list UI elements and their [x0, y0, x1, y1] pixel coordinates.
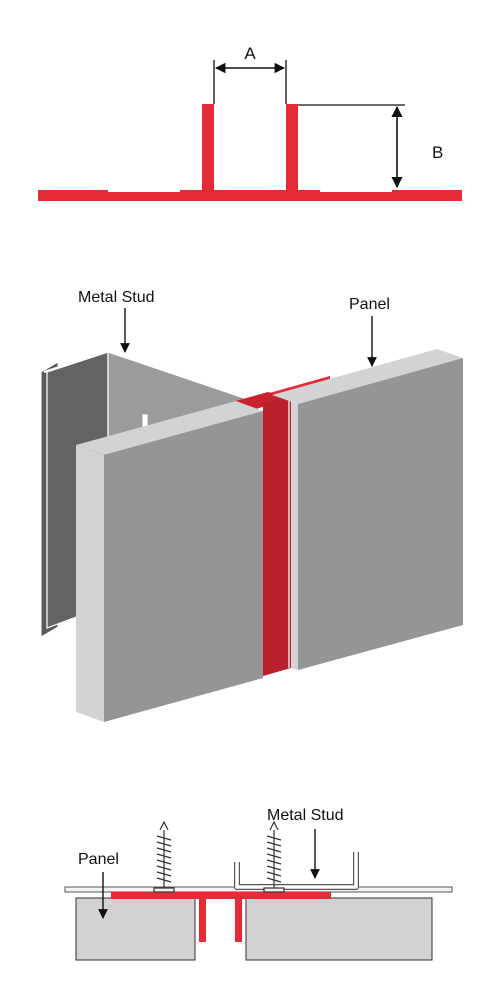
section-panel-left: [75, 897, 196, 961]
panel-left-side: [76, 445, 104, 722]
panel-right-face: [298, 358, 463, 670]
section-metal-stud-label: Metal Stud: [267, 807, 343, 824]
panel-right-top: [272, 349, 463, 404]
dimension-a-label: A: [244, 44, 256, 63]
dimension-b: B: [298, 104, 443, 189]
panel-left-top: [76, 401, 263, 455]
panel-label: Panel: [349, 296, 390, 313]
panel-right: [272, 349, 463, 670]
section-panel-label: Panel: [78, 851, 119, 868]
profile-leg-left: [202, 104, 214, 192]
panel-left: [76, 401, 263, 722]
section-stud-channel: [234, 852, 359, 890]
panel-left-face: [104, 411, 263, 722]
stud-top-lip: [43, 349, 237, 394]
screw-left: [153, 820, 175, 893]
dimension-b-label: B: [432, 143, 443, 162]
trim-leg-top: [232, 392, 290, 409]
section-trim-leg-left: [199, 898, 206, 942]
trim-leg-face: [263, 396, 291, 676]
panel-right-side: [291, 402, 298, 670]
screw-right: [263, 820, 285, 893]
dimension-a: A: [213, 44, 287, 104]
trim-profile-section: [38, 104, 462, 201]
section-view: Panel Metal Stud: [64, 807, 453, 961]
profile-leg-right: [286, 104, 298, 192]
section-panel-right: [245, 897, 433, 961]
profile-base-step-right: [320, 188, 392, 192]
section-trim-flange: [111, 892, 331, 899]
isometric-assembly: Metal Stud Panel: [40, 289, 463, 722]
section-trim-leg-right: [235, 898, 242, 942]
metal-stud-label: Metal Stud: [78, 289, 154, 306]
profile-base-flange: [38, 190, 462, 201]
profile-base-step-left: [108, 188, 180, 192]
